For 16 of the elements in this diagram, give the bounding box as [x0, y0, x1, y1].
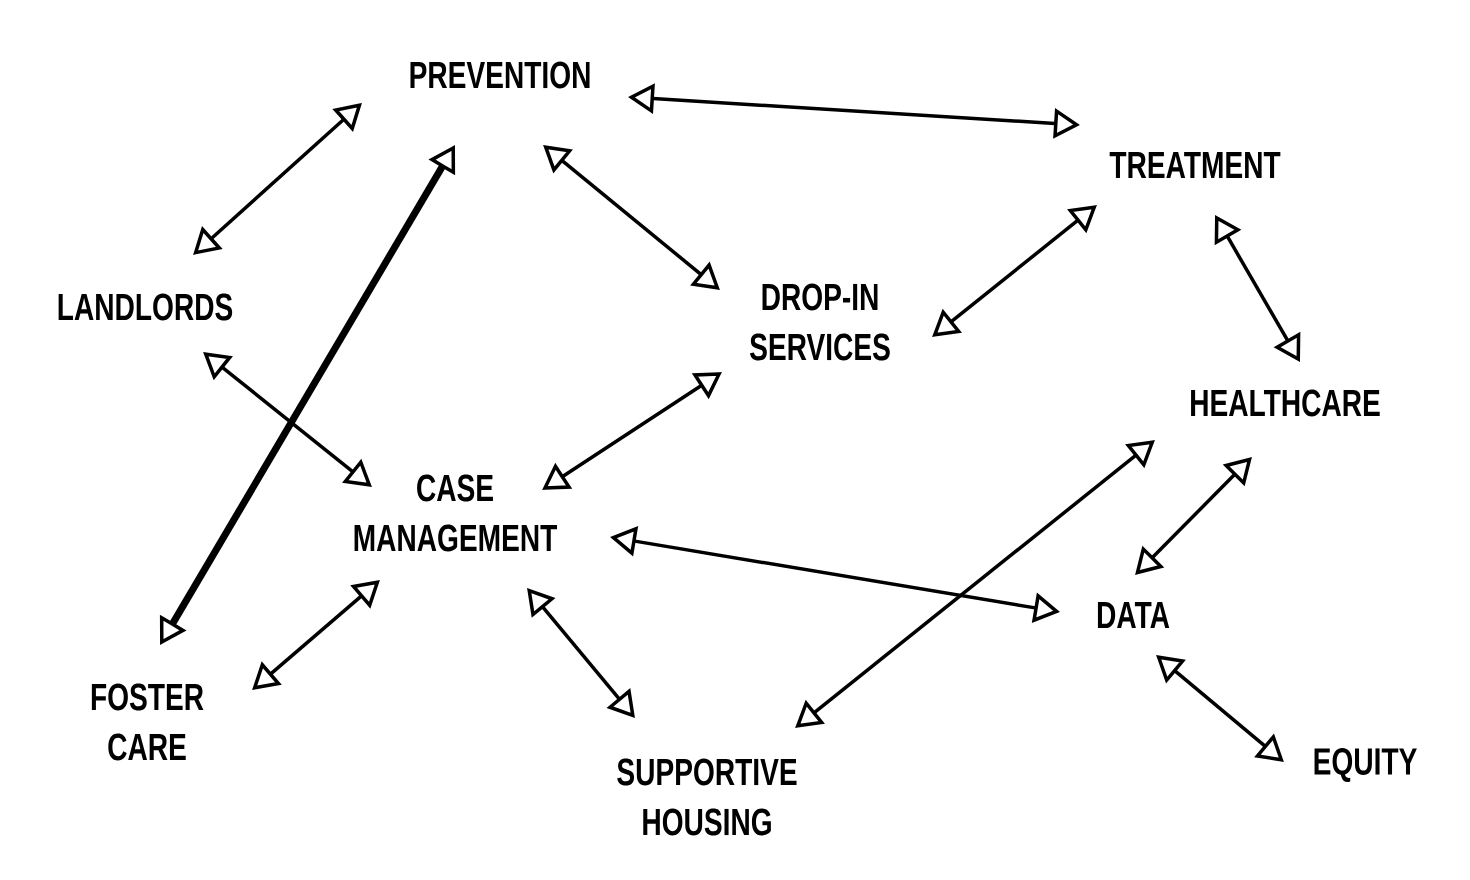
double-arrow [1156, 655, 1284, 762]
node-label: TREATMENT [1109, 151, 1281, 179]
double-arrow [1135, 457, 1252, 575]
double-arrow [193, 103, 362, 255]
node-label: DATA [1097, 601, 1170, 629]
double-arrow [543, 145, 720, 290]
node-label: FOSTER CARE [91, 683, 204, 761]
double-arrow [252, 580, 380, 690]
node-label: HEALTHCARE [1191, 389, 1380, 417]
node-label: LANDLORDS [58, 293, 233, 321]
node-label: CASE MANAGEMENT [354, 474, 557, 552]
node-label: PREVENTION [410, 61, 590, 89]
double-arrow [527, 588, 635, 718]
node-label: DROP-IN SERVICES [749, 283, 890, 361]
node-label: EQUITY [1314, 748, 1417, 782]
node-label: SUPPORTIVE HOUSING [617, 758, 797, 836]
